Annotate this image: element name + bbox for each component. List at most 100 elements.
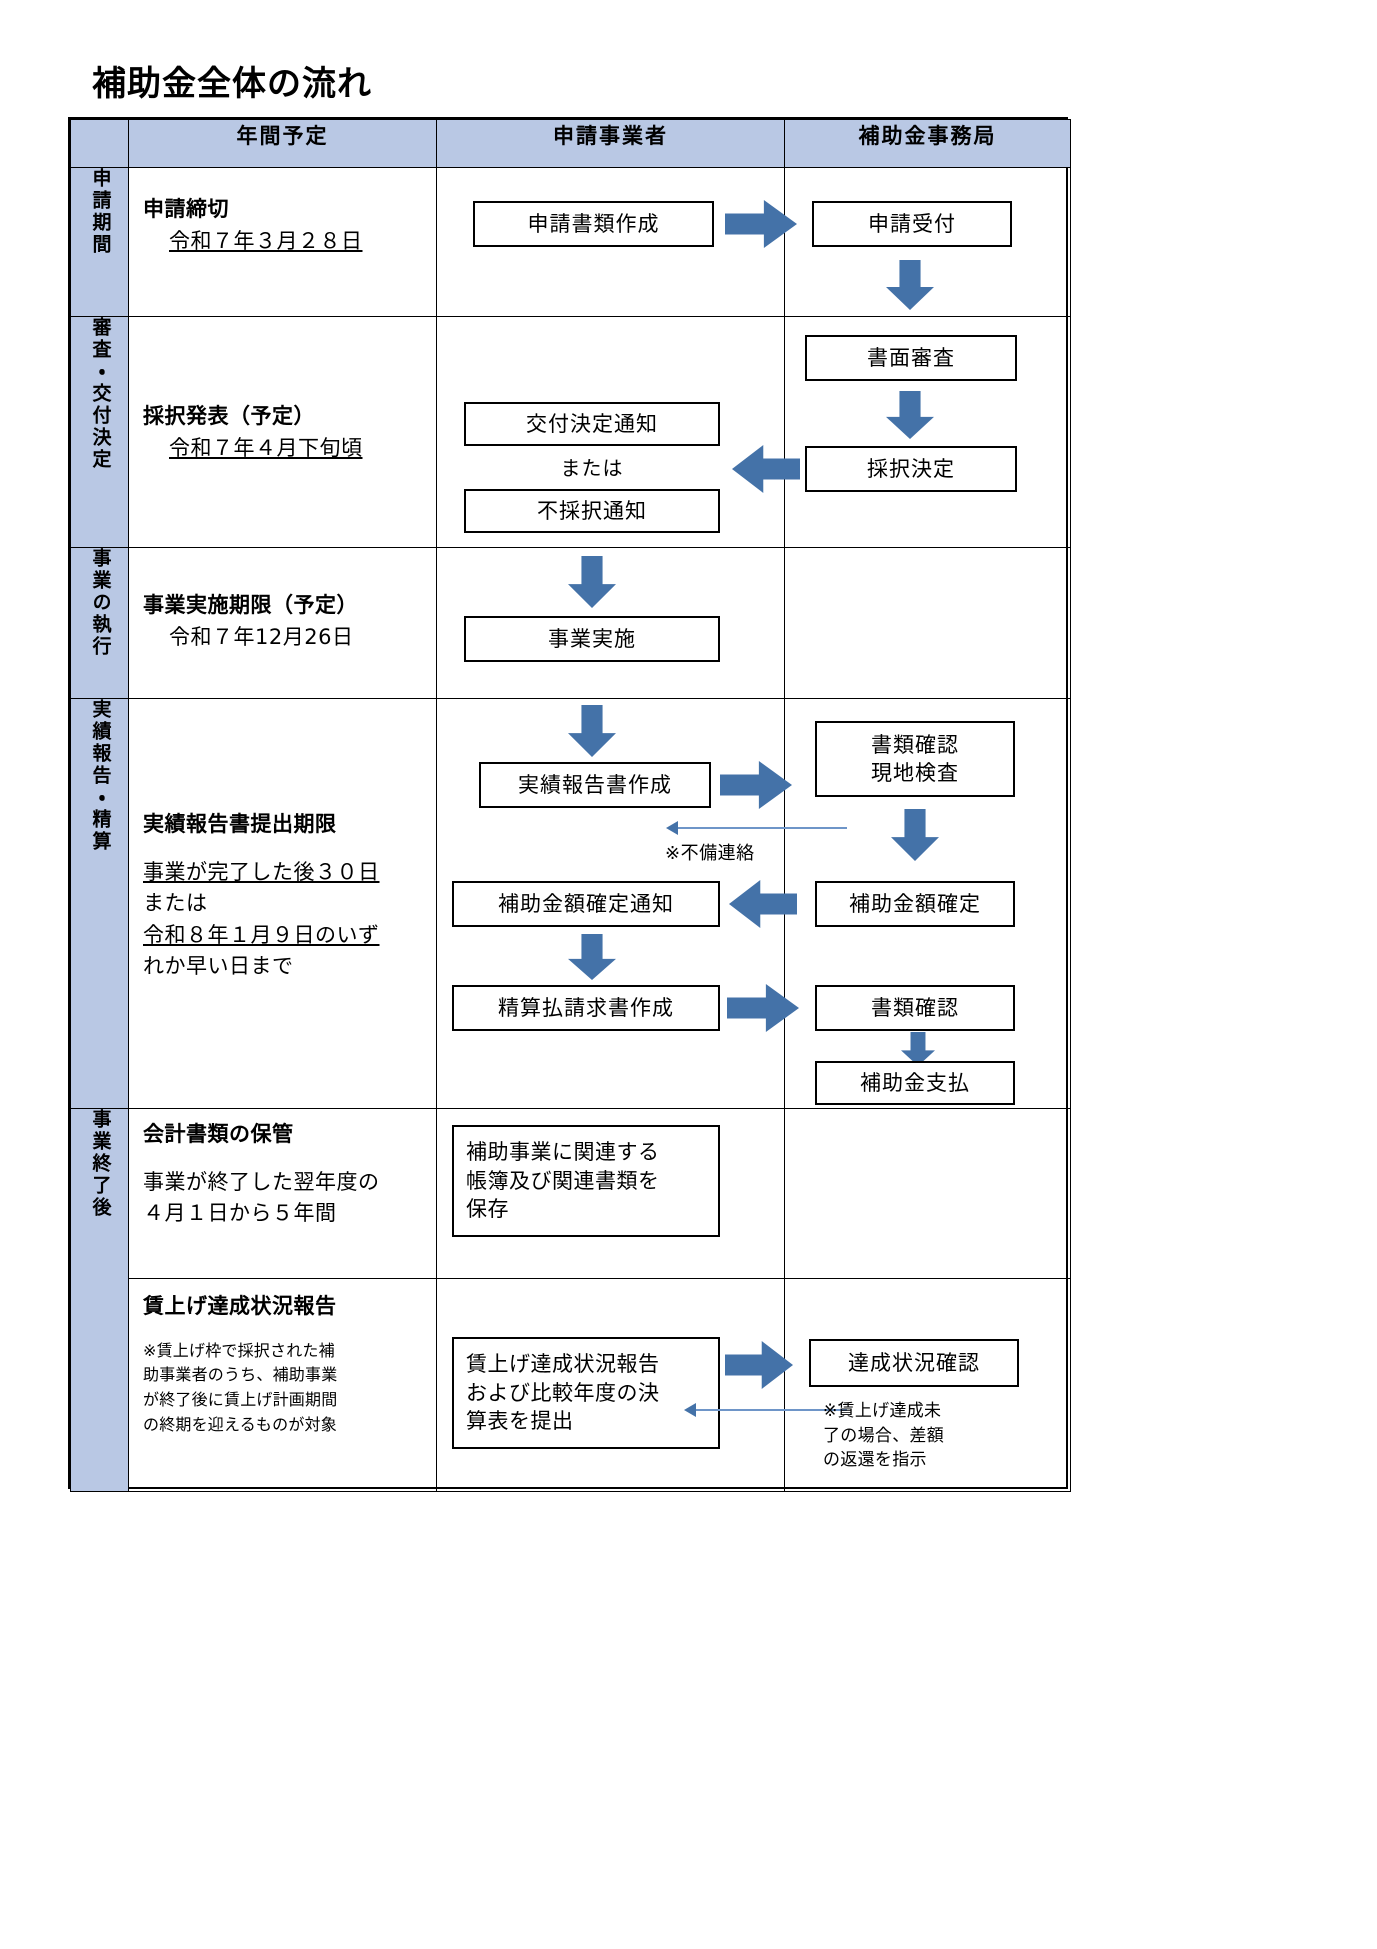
schedule-sub-2: 令和７年４月下旬頃 (169, 435, 363, 460)
table-row-application-period: 申請期間 申請締切 令和７年３月２８日 申請書類作成 申請受付 (70, 167, 1071, 317)
box-line-2: 帳簿及び関連書類を (466, 1168, 660, 1193)
header-cell-office: 補助金事務局 (784, 119, 1071, 168)
table-row-results-report: 実績報告・精算 実績報告書提出期限 事業が完了した後３０日 または 令和８年１月… (70, 698, 1071, 1109)
arrow-down-applicant-3 (568, 556, 616, 608)
schedule-cell-2: 採択発表（予定） 令和７年４月下旬頃 (128, 316, 437, 548)
process-box-application-reception[interactable]: 申請受付 (812, 201, 1012, 247)
office-cell-5 (784, 1108, 1071, 1279)
header-cell-stage (70, 119, 129, 168)
stage-label-text: 事業の執行 (89, 548, 112, 658)
connector-text-or: または (560, 456, 624, 480)
process-box-application-documents[interactable]: 申請書類作成 (473, 201, 714, 247)
note-deficiency-contact: ※不備連絡 (665, 843, 755, 864)
schedule-title-4: 実績報告書提出期限 (143, 812, 337, 836)
page-title: 補助金全体の流れ (92, 64, 372, 104)
schedule-line-5-1: 事業が終了した翌年度の (143, 1169, 380, 1194)
applicant-cell-1: 申請書類作成 (436, 167, 797, 317)
schedule-line-4-2: または (143, 891, 208, 915)
arrow-down-office-4a (891, 809, 939, 861)
process-box-project-implementation[interactable]: 事業実施 (464, 616, 720, 662)
process-box-document-check-2[interactable]: 書類確認 (815, 985, 1015, 1031)
schedule-cell-5: 会計書類の保管 事業が終了した翌年度の ４月１日から５年間 (128, 1108, 437, 1279)
box-line-1: 賃上げ達成状況報告 (466, 1352, 660, 1377)
stage-label-text: 申請期間 (89, 168, 112, 256)
arrow-right-to-office-6 (725, 1341, 793, 1389)
schedule-line-4-3: 令和８年１月９日のいず (143, 922, 380, 947)
schedule-line-4-1: 事業が完了した後３０日 (143, 859, 380, 884)
office-cell-6: 達成状況確認 ※賃上げ達成未 了の場合、差額 の返還を指示 (784, 1278, 1071, 1492)
process-box-document-check-site-inspection[interactable]: 書類確認 現地検査 (815, 721, 1015, 797)
note-line-1: ※賃上げ達成未 (823, 1401, 942, 1421)
schedule-sub-3: 令和７年12月26日 (169, 624, 354, 649)
feedback-arrow-deficiency (666, 821, 847, 835)
note-line-3: の返還を指示 (823, 1450, 927, 1471)
office-cell-4: 書類確認 現地検査 補助金額確定 書類確認 補助金支払 (784, 698, 1071, 1109)
feedback-arrow-wage (684, 1403, 847, 1417)
stage-label-after-completion: 事業終了後 (70, 1108, 129, 1492)
stage-label-text: 事業終了後 (89, 1109, 112, 1219)
process-box-document-review[interactable]: 書面審査 (805, 335, 1017, 381)
schedule-title-2: 採択発表（予定） (143, 404, 315, 428)
schedule-cell-6: 賃上げ達成状況報告 ※賃上げ枠で採択された補 助事業者のうち、補助事業 が終了後… (128, 1278, 437, 1492)
table-row-project-execution: 事業の執行 事業実施期限（予定） 令和７年12月26日 事業実施 (70, 547, 1071, 699)
schedule-line-5-2: ４月１日から５年間 (143, 1201, 337, 1225)
schedule-note-6-2: 助事業者のうち、補助事業 (143, 1365, 338, 1385)
stage-label-application-period: 申請期間 (70, 167, 129, 317)
flow-table: 年間予定 申請事業者 補助金事務局 申請期間 申請締切 令和７年３月２８日 申請… (68, 117, 1071, 1492)
arrow-down-office-2 (886, 391, 934, 439)
applicant-cell-5: 補助事業に関連する 帳簿及び関連書類を 保存 (436, 1108, 785, 1279)
office-cell-2: 書面審査 採択決定 (784, 316, 1071, 548)
schedule-title-1: 申請締切 (143, 197, 229, 221)
arrow-down-applicant-4a (568, 705, 616, 757)
schedule-cell-1: 申請締切 令和７年３月２８日 (128, 167, 437, 317)
box-line-2: 現地検査 (871, 761, 959, 785)
arrow-down-applicant-4b (568, 934, 616, 980)
process-box-subsidy-amount-fixed[interactable]: 補助金額確定 (815, 881, 1015, 927)
process-box-results-report-creation[interactable]: 実績報告書作成 (479, 762, 711, 808)
schedule-note-6-1: ※賃上げ枠で採択された補 (143, 1340, 335, 1360)
process-box-settlement-invoice[interactable]: 精算払請求書作成 (452, 985, 720, 1031)
stage-label-text: 実績報告・精算 (89, 699, 112, 853)
applicant-cell-4: 実績報告書作成 ※不備連絡 補助金額確定通知 精算払請求書作成 (436, 698, 847, 1109)
schedule-note-6-4: の終期を迎えるものが対象 (143, 1414, 337, 1434)
schedule-sub-1: 令和７年３月２８日 (169, 228, 363, 253)
box-line-3: 保存 (466, 1197, 509, 1222)
box-line-1: 補助事業に関連する (466, 1140, 660, 1165)
process-box-rejection-notice[interactable]: 不採択通知 (464, 489, 720, 533)
header-cell-schedule: 年間予定 (128, 119, 437, 168)
process-box-achievement-confirmation[interactable]: 達成状況確認 (809, 1339, 1019, 1387)
process-box-wage-report-submission[interactable]: 賃上げ達成状況報告 および比較年度の決 算表を提出 (452, 1337, 720, 1449)
applicant-cell-2: 交付決定通知 または 不採択通知 (436, 316, 800, 548)
schedule-cell-4: 実績報告書提出期限 事業が完了した後３０日 または 令和８年１月９日のいず れか… (128, 698, 437, 1109)
stage-label-results-report: 実績報告・精算 (70, 698, 129, 1109)
table-row-after-completion-storage: 事業終了後 会計書類の保管 事業が終了した翌年度の ４月１日から５年間 補助事業… (70, 1108, 1071, 1492)
schedule-title-5: 会計書類の保管 (143, 1122, 294, 1146)
process-box-subsidy-payment[interactable]: 補助金支払 (815, 1061, 1015, 1105)
schedule-title-3: 事業実施期限（予定） (143, 593, 358, 617)
process-box-grant-decision-notice[interactable]: 交付決定通知 (464, 402, 720, 446)
office-cell-1: 申請受付 (784, 167, 1071, 317)
process-box-record-retention[interactable]: 補助事業に関連する 帳簿及び関連書類を 保存 (452, 1125, 720, 1237)
arrow-down-office-1 (886, 260, 934, 310)
applicant-cell-3: 事業実施 (436, 547, 785, 699)
stage-label-text: 審査・交付決定 (89, 317, 112, 471)
schedule-title-6: 賃上げ達成状況報告 (143, 1294, 337, 1318)
schedule-note-6-3: が終了後に賃上げ計画期間 (143, 1390, 338, 1410)
table-row-wage-increase-report: 賃上げ達成状況報告 ※賃上げ枠で採択された補 助事業者のうち、補助事業 が終了後… (71, 1278, 1071, 1492)
arrow-right-to-office-4a (720, 761, 792, 809)
process-box-subsidy-amount-notice[interactable]: 補助金額確定通知 (452, 881, 720, 927)
office-cell-3 (784, 547, 1071, 699)
header-cell-applicant: 申請事業者 (436, 119, 785, 168)
note-wage-unachieved: ※賃上げ達成未 了の場合、差額 の返還を指示 (823, 1399, 1003, 1473)
box-line-3: 算表を提出 (466, 1409, 574, 1434)
schedule-line-4-4: れか早い日まで (143, 954, 294, 978)
note-line-2: 了の場合、差額 (823, 1425, 945, 1446)
applicant-cell-6: 賃上げ達成状況報告 および比較年度の決 算表を提出 (436, 1278, 847, 1492)
table-header-row: 年間予定 申請事業者 補助金事務局 (70, 119, 1071, 168)
process-box-selection-decision[interactable]: 採択決定 (805, 446, 1017, 492)
box-line-2: および比較年度の決 (466, 1380, 660, 1405)
schedule-cell-3: 事業実施期限（予定） 令和７年12月26日 (128, 547, 437, 699)
table-row-review-decision: 審査・交付決定 採択発表（予定） 令和７年４月下旬頃 交付決定通知 または 不採… (70, 316, 1071, 548)
stage-label-review-decision: 審査・交付決定 (70, 316, 129, 548)
